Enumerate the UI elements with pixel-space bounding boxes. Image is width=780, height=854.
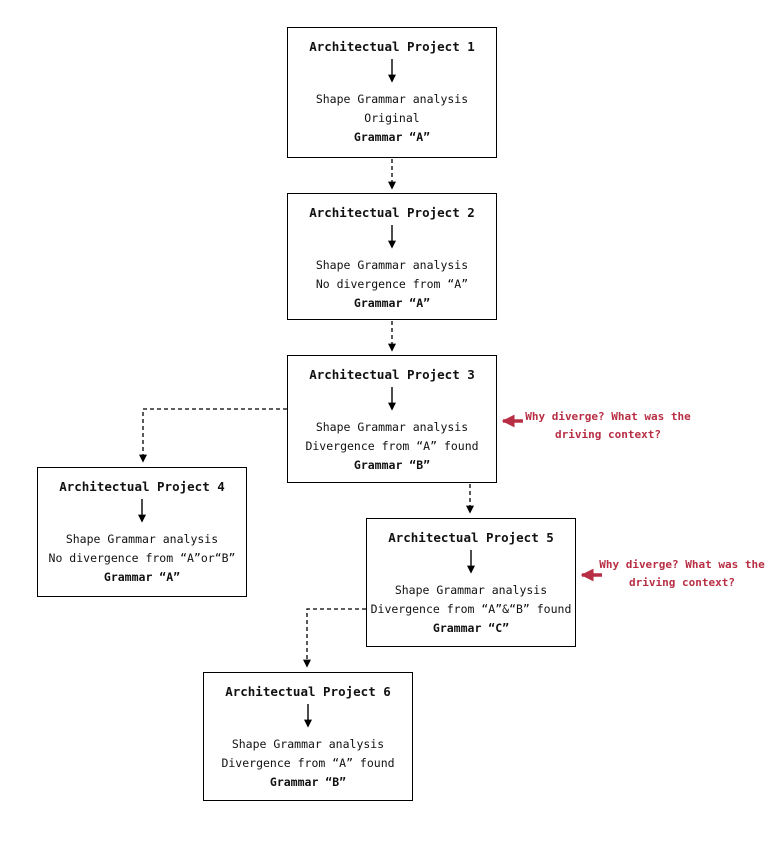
- down-arrow-icon: [304, 704, 312, 728]
- down-arrow-icon: [388, 59, 396, 83]
- result-line: Divergence from “A” found: [305, 439, 479, 453]
- annotation-why-diverge-1: Why diverge? What was the driving contex…: [520, 408, 696, 444]
- connector-box3-box4: [139, 408, 287, 463]
- connector-box5-box6: [303, 608, 366, 668]
- analysis-line: Shape Grammar analysis: [315, 258, 469, 272]
- grammar-line: Grammar “B”: [269, 775, 347, 789]
- project-box-1: Architectual Project 1 Shape Grammar ana…: [287, 27, 497, 158]
- project-1-title: Architectual Project 1: [309, 39, 475, 54]
- result-line: No divergence from “A”or“B”: [48, 551, 236, 565]
- result-line: No divergence from “A”: [315, 277, 469, 291]
- annotation-line: driving context?: [629, 576, 735, 589]
- annotation-why-diverge-2: Why diverge? What was the driving contex…: [594, 556, 770, 592]
- down-arrow-icon: [388, 387, 396, 411]
- project-box-6: Architectual Project 6 Shape Grammar ana…: [203, 672, 413, 801]
- analysis-line: Shape Grammar analysis: [394, 583, 548, 597]
- project-3-title: Architectual Project 3: [309, 367, 475, 382]
- result-line: Original: [364, 111, 420, 125]
- analysis-line: Shape Grammar analysis: [65, 532, 219, 546]
- project-box-4: Architectual Project 4 Shape Grammar ana…: [37, 467, 247, 597]
- annotation-line: Why diverge? What was the: [525, 410, 691, 423]
- project-box-3: Architectual Project 3 Shape Grammar ana…: [287, 355, 497, 483]
- grammar-line: Grammar “B”: [353, 458, 431, 472]
- result-line: Divergence from “A”&“B” found: [370, 602, 572, 616]
- annotation-line: Why diverge? What was the: [599, 558, 765, 571]
- grammar-line: Grammar “C”: [432, 621, 510, 635]
- down-arrow-icon: [467, 550, 475, 574]
- analysis-line: Shape Grammar analysis: [231, 737, 385, 751]
- grammar-line: Grammar “A”: [103, 570, 181, 584]
- project-2-title: Architectual Project 2: [309, 205, 475, 220]
- project-box-5: Architectual Project 5 Shape Grammar ana…: [366, 518, 576, 647]
- project-box-2: Architectual Project 2 Shape Grammar ana…: [287, 193, 497, 320]
- grammar-line: Grammar “A”: [353, 296, 431, 310]
- result-line: Divergence from “A” found: [221, 756, 395, 770]
- project-5-title: Architectual Project 5: [388, 530, 554, 545]
- analysis-line: Shape Grammar analysis: [315, 92, 469, 106]
- analysis-line: Shape Grammar analysis: [315, 420, 469, 434]
- project-4-title: Architectual Project 4: [59, 479, 225, 494]
- project-6-title: Architectual Project 6: [225, 684, 391, 699]
- grammar-line: Grammar “A”: [353, 130, 431, 144]
- down-arrow-icon: [138, 499, 146, 523]
- down-arrow-icon: [388, 225, 396, 249]
- annotation-line: driving context?: [555, 428, 661, 441]
